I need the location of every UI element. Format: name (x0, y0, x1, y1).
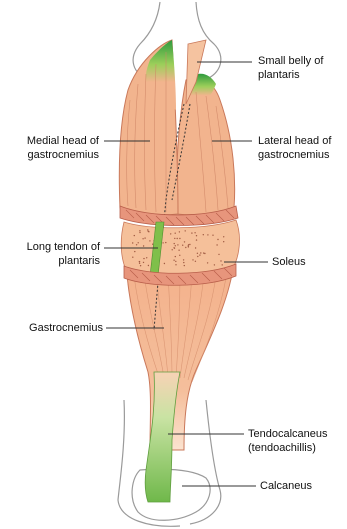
soleus-dot (207, 262, 208, 263)
soleus-dot (142, 238, 143, 239)
soleus-dot (139, 263, 140, 264)
soleus-dot (162, 242, 163, 243)
soleus-dot (196, 239, 197, 240)
soleus-dot (138, 242, 139, 243)
soleus-dot (140, 265, 141, 266)
soleus-dot (216, 244, 217, 245)
soleus-dot (164, 263, 165, 264)
soleus-dot (207, 234, 208, 235)
soleus-dot (192, 259, 193, 260)
soleus-dot (220, 260, 221, 261)
soleus-dot (175, 264, 176, 265)
soleus-dot (170, 233, 171, 234)
soleus-dot (143, 245, 144, 246)
soleus-dot (139, 232, 140, 233)
soleus-dot (183, 262, 184, 263)
soleus-dot (188, 246, 189, 247)
label-tendocalcaneus: Tendocalcaneus (tendoachillis) (248, 427, 328, 455)
soleus-dot (203, 252, 204, 253)
soleus-dot (174, 243, 175, 244)
soleus-dot (214, 264, 215, 265)
soleus-dot (182, 245, 183, 246)
soleus-dot (139, 261, 140, 262)
soleus-dot (184, 241, 185, 242)
label-small-belly-of-plantaris: Small belly of plantaris (258, 54, 323, 82)
soleus-dot (185, 247, 186, 248)
soleus-dot (172, 249, 173, 250)
soleus-dot (179, 238, 180, 239)
soleus-dot (195, 247, 196, 248)
soleus-dot (217, 239, 218, 240)
soleus-dot (197, 256, 198, 257)
soleus-dot (175, 256, 176, 257)
soleus-dot (173, 247, 174, 248)
soleus-dot (139, 230, 140, 231)
soleus-dot (184, 265, 185, 266)
soleus-dot (143, 258, 144, 259)
soleus-dot (134, 235, 135, 236)
soleus-dot (191, 232, 192, 233)
soleus-dot (149, 240, 150, 241)
soleus-dot (178, 250, 179, 251)
soleus-dot (177, 244, 178, 245)
soleus-dot (183, 259, 184, 260)
soleus-dot (147, 229, 148, 230)
soleus-dot (177, 238, 178, 239)
soleus-dot (132, 257, 133, 258)
soleus-dot (196, 235, 197, 236)
soleus-dot (144, 237, 145, 238)
label-medial-head-of-gastrocnemius: Medial head of gastrocnemius (27, 134, 99, 162)
soleus-dot (197, 253, 198, 254)
label-lateral-head-of-gastrocnemius: Lateral head of gastrocnemius (258, 134, 331, 162)
soleus-dot (189, 244, 190, 245)
soleus-dot (175, 245, 176, 246)
soleus-dot (195, 261, 196, 262)
soleus-dot (175, 233, 176, 234)
soleus-dot (136, 244, 137, 245)
soleus-dot (179, 255, 180, 256)
label-gastrocnemius: Gastrocnemius (29, 321, 103, 335)
soleus-dot (173, 260, 174, 261)
soleus-dot (203, 234, 204, 235)
soleus-dot (165, 242, 166, 243)
soleus-dot (179, 231, 180, 232)
soleus-dot (218, 254, 219, 255)
soleus-dot (212, 235, 213, 236)
soleus-dot (148, 231, 149, 232)
soleus-dot (204, 253, 205, 254)
soleus-dot (146, 257, 147, 258)
soleus-dot (185, 230, 186, 231)
soleus-dot (199, 254, 200, 255)
soleus-dot (200, 252, 201, 253)
soleus-dot (175, 261, 176, 262)
soleus-dot (143, 262, 144, 263)
soleus-dot (223, 236, 224, 237)
soleus-dot (134, 251, 135, 252)
soleus-dot (174, 238, 175, 239)
soleus-dot (132, 242, 133, 243)
label-long-tendon-of-plantaris: Long tendon of plantaris (27, 240, 100, 268)
soleus-dot (194, 232, 195, 233)
soleus-dot (222, 264, 223, 265)
label-calcaneus: Calcaneus (260, 479, 312, 493)
soleus-dot (223, 241, 224, 242)
soleus-dot (148, 265, 149, 266)
label-soleus: Soleus (272, 255, 306, 269)
